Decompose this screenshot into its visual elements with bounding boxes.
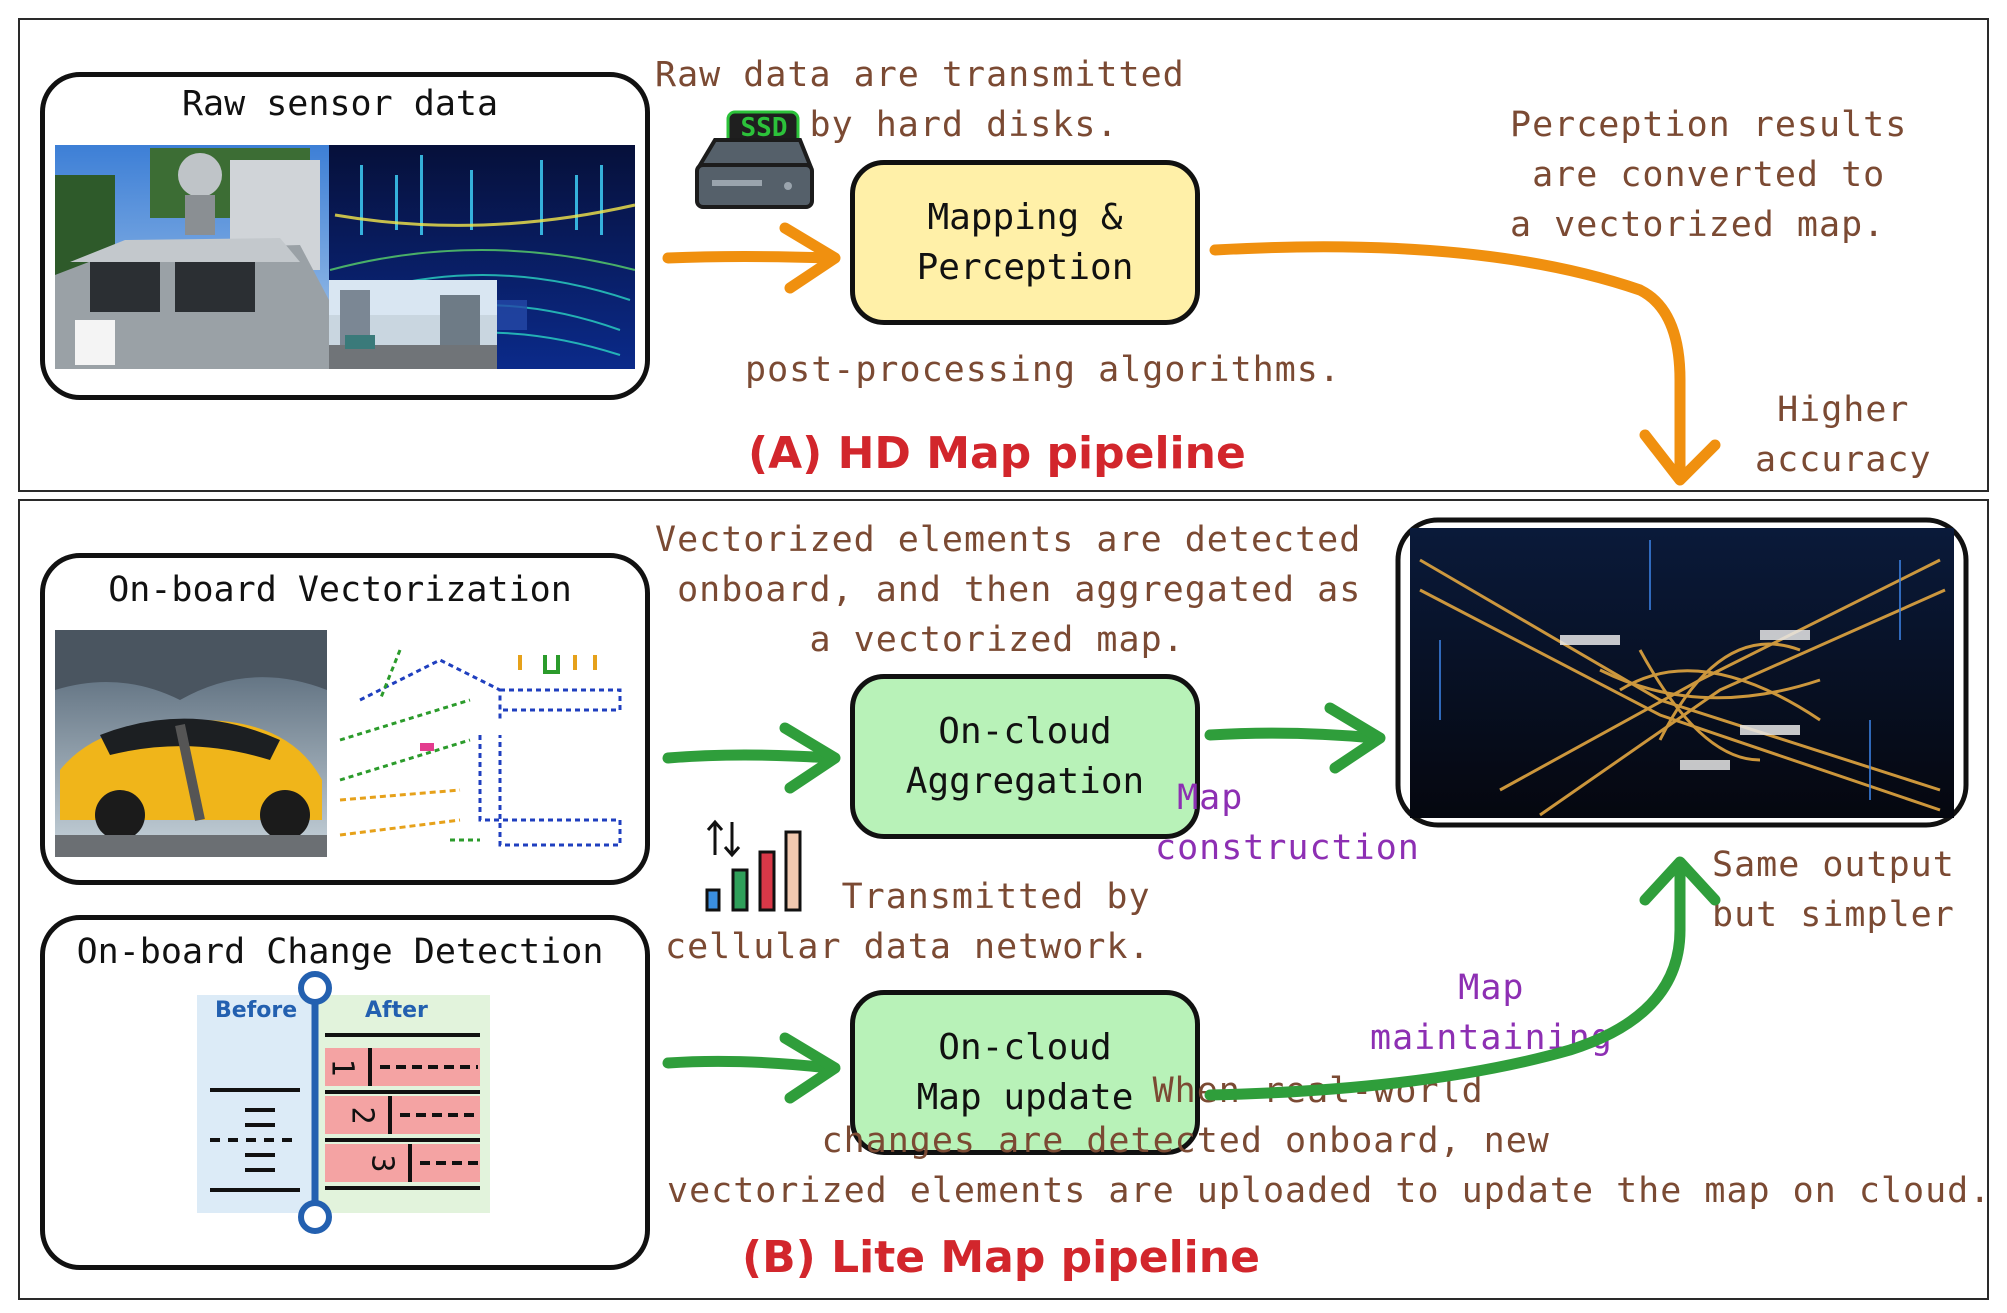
note-real-world-changes: When real-world changes are detected onb… [667,1071,1992,1211]
on-cloud-aggregation-box: On-cloud Aggregation [850,674,1200,839]
arrow-aggregation-to-map [1204,727,1381,744]
note-perception-results: Perception results are converted to a ve… [1510,105,1908,245]
note-transmitted-cellular: Transmitted by cellular data network. [665,877,1151,967]
on-cloud-aggregation-label: On-cloud Aggregation [905,710,1145,802]
after-label: After [365,998,428,1023]
note-post-processing: post-processing algorithms. [745,350,1341,390]
note-map-construction: Map construction [1155,778,1420,868]
mapping-perception-box: Mapping & Perception [850,160,1200,325]
mapping-perception-label: Mapping & Perception [916,196,1134,288]
change-detection-label: On-board Change Detection [76,932,604,972]
raw-sensor-label: Raw sensor data [181,84,499,124]
arrow-mapping-to-map [1209,241,1686,476]
ssd-label: SSD [740,113,788,143]
note-map-maintaining: Map maintaining [1370,968,1613,1058]
note-same-output: Same output but simpler [1712,845,1955,935]
lite-map-pipeline-title: (B) Lite Map pipeline [742,1232,1260,1283]
before-label: Before [215,998,298,1023]
on-cloud-map-update-box: On-cloud Map update [850,990,1200,1155]
note-higher-accuracy: Higher accuracy [1755,390,1932,480]
arrow-raw-to-mapping [662,251,836,264]
hd-map-pipeline-title: (A) HD Map pipeline [748,428,1246,479]
on-cloud-map-update-label: On-cloud Map update [916,1026,1134,1118]
note-vectorized-detected: Vectorized elements are detected onboard… [655,520,1362,660]
arrow-change-to-update [662,1055,836,1074]
arrow-update-to-map [1204,864,1686,1101]
note-transmit-hard-disks: Raw data are transmitted by hard disks. [655,55,1185,145]
vectorization-label: On-board Vectorization [108,570,572,610]
arrow-vectorization-to-aggregation [662,749,836,764]
